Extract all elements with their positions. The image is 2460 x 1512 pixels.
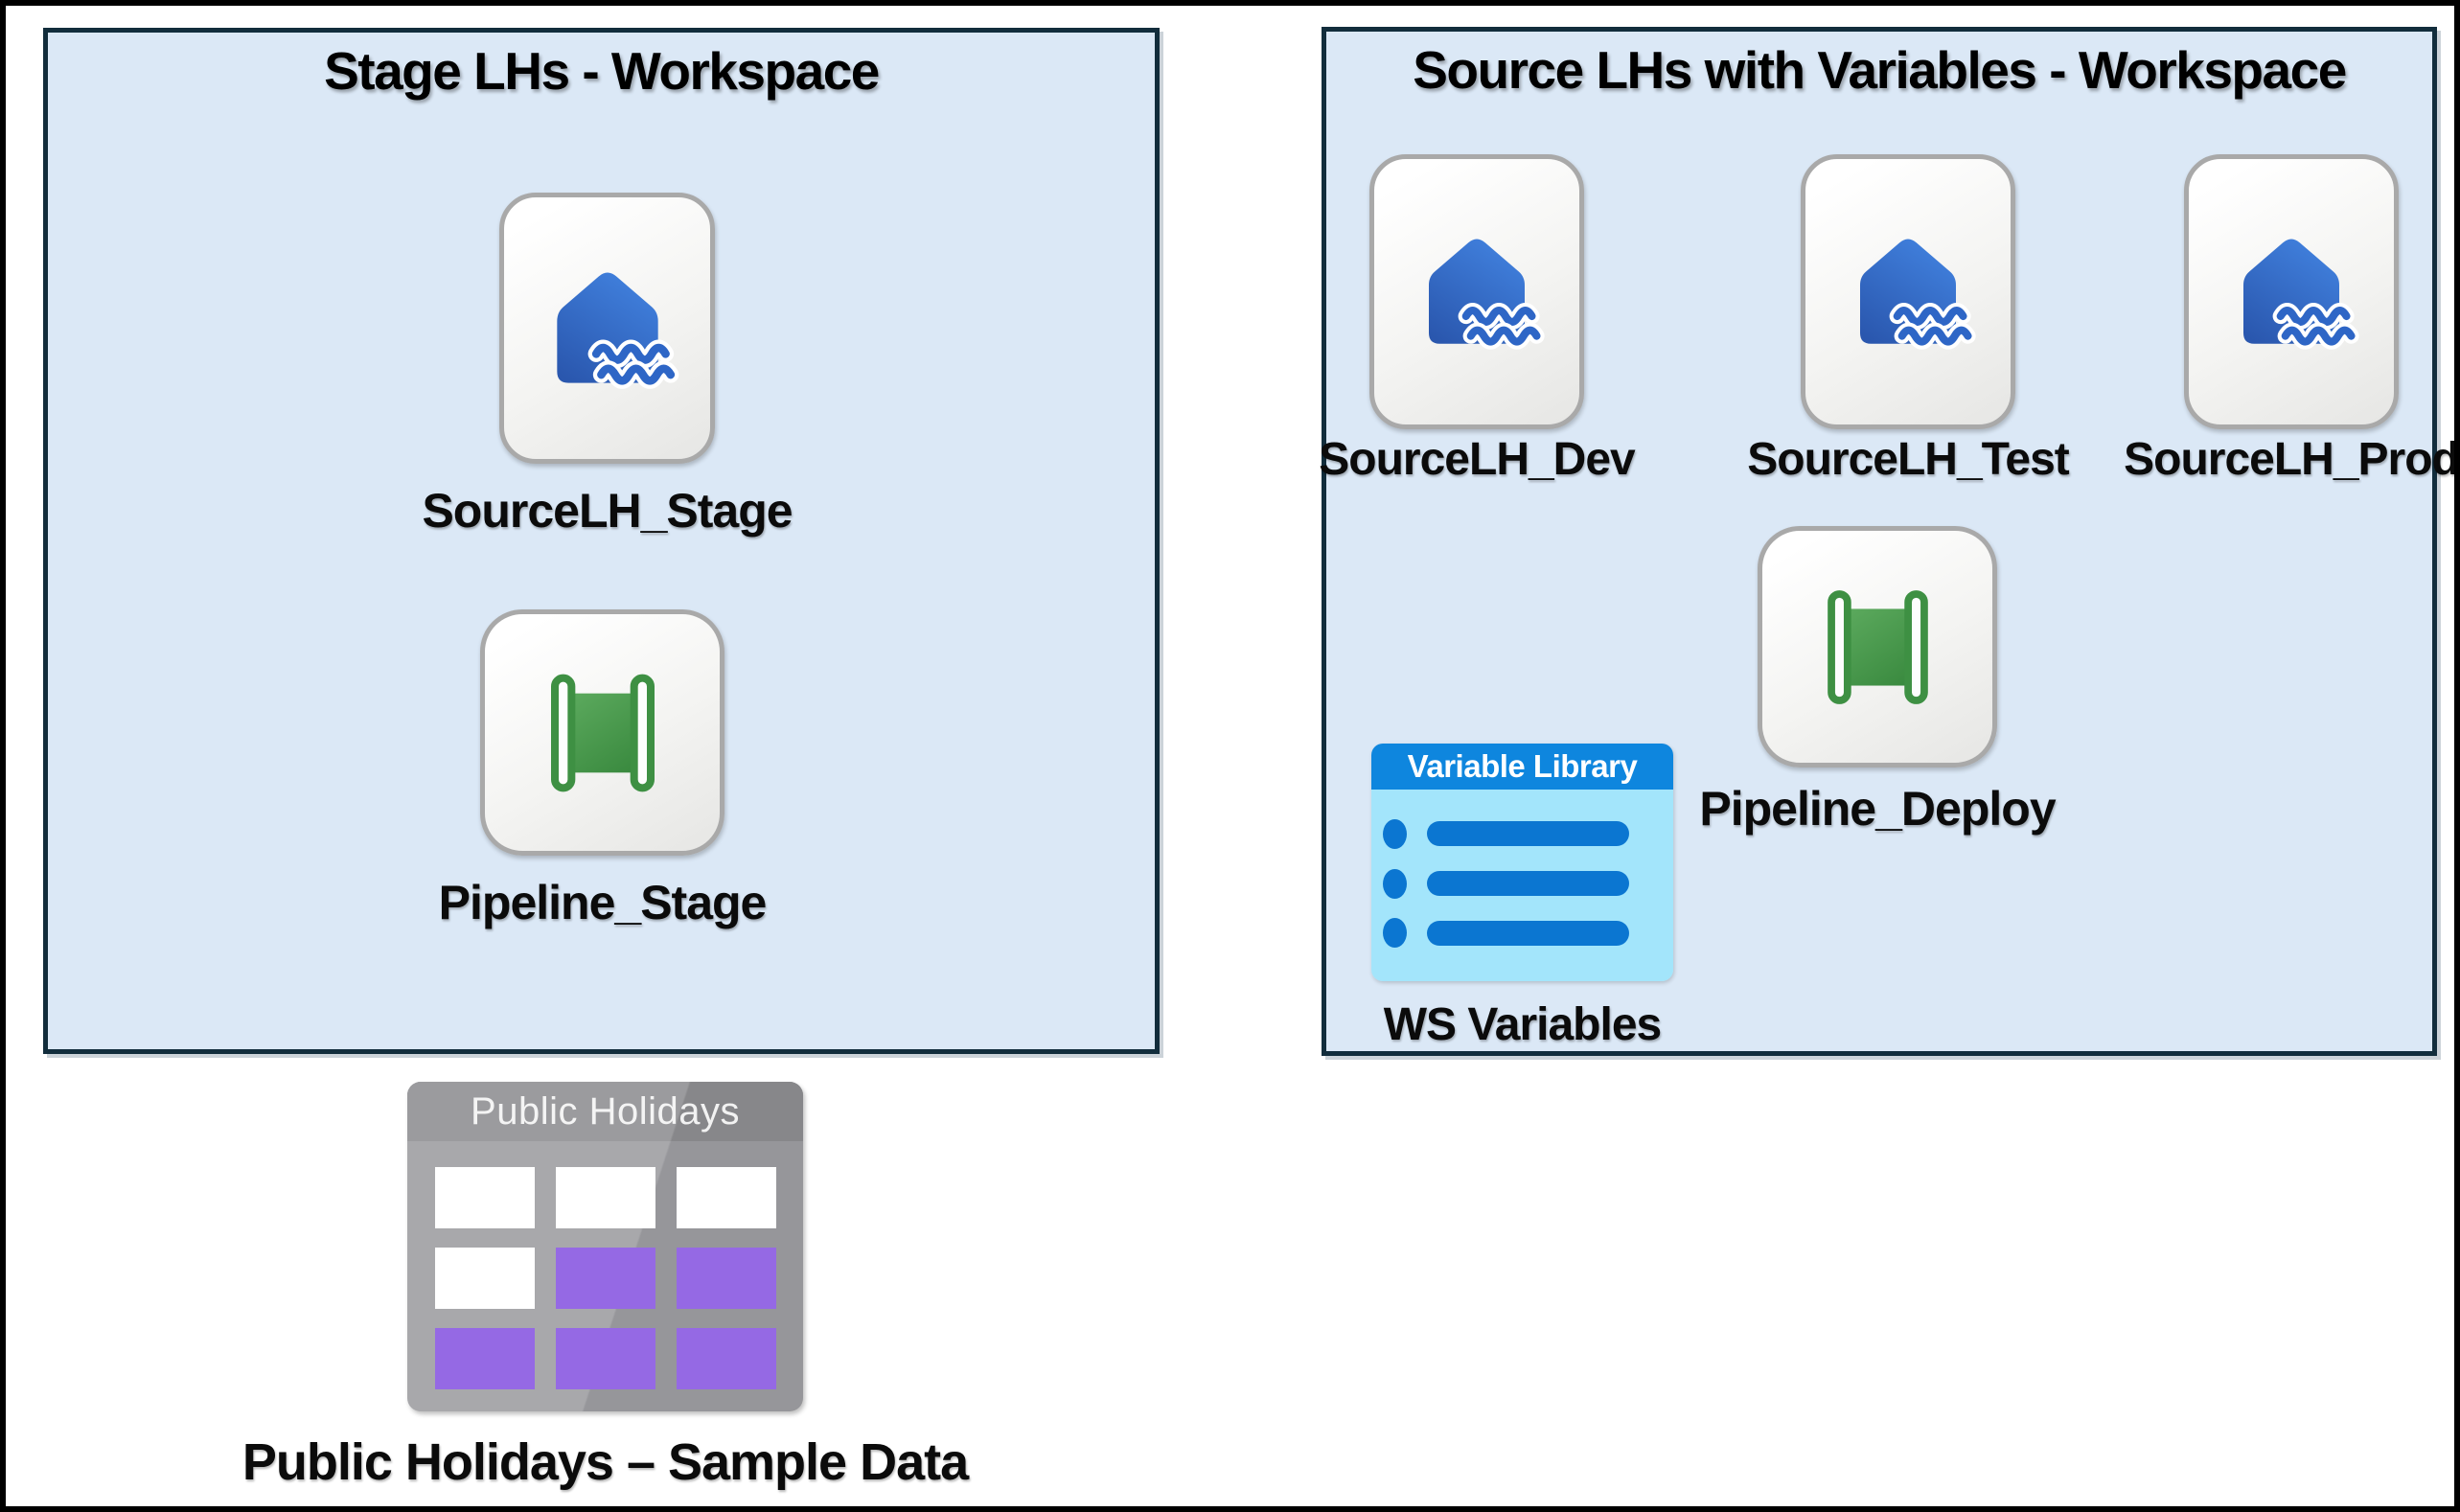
lakehouse-card — [1801, 154, 2015, 429]
lakehouse-icon — [1429, 239, 1545, 350]
lakehouse-icon — [556, 272, 678, 389]
pipeline-deploy-item: Pipeline_Deploy — [1699, 526, 2057, 836]
source-workspace-title: Source LHs with Variables - Workspace — [1413, 40, 2347, 100]
sample-data-label: Public Holidays – Sample Data — [241, 1433, 969, 1491]
sourcelh-test-item: SourceLH_Test — [1747, 154, 2070, 486]
table-cell-white — [435, 1167, 535, 1228]
variable-library-header: Variable Library — [1371, 744, 1673, 790]
stage-workspace-title: Stage LHs - Workspace — [324, 41, 880, 101]
sample-table-grid — [407, 1141, 803, 1389]
pipeline-label: Pipeline_Deploy — [1699, 782, 2056, 836]
table-cell-white — [435, 1248, 535, 1309]
public-holidays-item: Public Holidays Public Holidays – Sample… — [242, 1082, 969, 1492]
sourcelh-dev-item: SourceLH_Dev — [1319, 154, 1636, 486]
value-bar-icon — [1427, 821, 1629, 847]
table-cell-white — [677, 1167, 776, 1228]
variable-row — [1383, 818, 1629, 849]
stage-workspace-box: Stage LHs - Workspace SourceLH_Stage — [43, 28, 1160, 1054]
table-cell-purple — [677, 1328, 776, 1389]
table-cell-purple — [435, 1328, 535, 1389]
lakehouse-label: SourceLH_Stage — [422, 484, 793, 538]
pipeline-card — [480, 609, 724, 856]
variable-row — [1383, 868, 1629, 899]
source-workspace-box: Source LHs with Variables - Workspace So… — [1319, 27, 2454, 1056]
pipeline-stage-item: Pipeline_Stage — [439, 609, 767, 930]
variable-row — [1383, 918, 1629, 949]
pipeline-icon — [550, 674, 655, 791]
lakehouse-card — [1369, 154, 1584, 429]
pipeline-icon — [1827, 589, 1928, 704]
lakehouse-icon — [1860, 239, 1976, 350]
sample-table-icon: Public Holidays — [407, 1082, 803, 1411]
table-cell-purple — [556, 1248, 655, 1309]
variable-library-rows — [1371, 790, 1673, 981]
table-cell-purple — [677, 1248, 776, 1309]
lakehouse-label: SourceLH_Dev — [1319, 434, 1635, 485]
variable-library-label: WS Variables — [1383, 999, 1662, 1050]
lakehouse-label: SourceLH_Test — [1747, 434, 2070, 485]
sourcelh-stage-item: SourceLH_Stage — [422, 193, 793, 538]
value-bar-icon — [1427, 871, 1629, 896]
table-cell-purple — [556, 1328, 655, 1389]
bullet-icon — [1383, 868, 1407, 899]
sourcelh-prod-item: SourceLH_Prod — [2124, 154, 2454, 486]
lakehouse-icon — [2243, 239, 2359, 350]
bullet-icon — [1383, 918, 1407, 949]
variable-library-icon: Variable Library — [1371, 744, 1673, 981]
lakehouse-label: SourceLH_Prod — [2124, 434, 2459, 485]
pipeline-label: Pipeline_Stage — [438, 876, 768, 929]
lakehouse-card — [2184, 154, 2399, 429]
table-cell-white — [556, 1167, 655, 1228]
bullet-icon — [1383, 818, 1407, 849]
lakehouse-card — [499, 193, 715, 464]
pipeline-card — [1758, 526, 1997, 767]
sample-table-header: Public Holidays — [407, 1082, 803, 1141]
value-bar-icon — [1427, 920, 1629, 946]
ws-variables-item: Variable Library WS Variables — [1371, 744, 1673, 1051]
